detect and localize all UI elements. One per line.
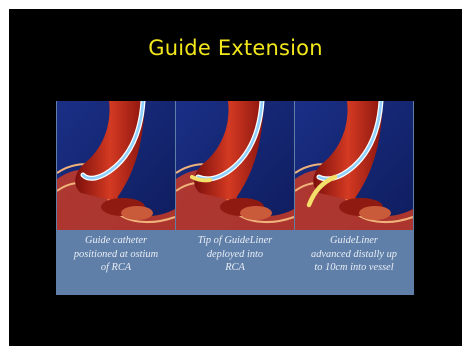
caption-guideliner-tip: Tip of GuideLiner deployed into RCA <box>176 234 294 275</box>
caption-line: advanced distally up <box>295 248 413 262</box>
caption-line: RCA <box>176 261 294 275</box>
caption-line: Tip of GuideLiner <box>176 234 294 248</box>
caption-line: positioned at ostium <box>57 248 175 262</box>
slide-title: Guide Extension <box>9 36 462 60</box>
panel-guideliner-distal <box>295 101 413 230</box>
caption-guideliner-distal: GuideLiner advanced distally up to 10cm … <box>295 234 413 275</box>
caption-line: of RCA <box>57 261 175 275</box>
illustration-strip: Guide catheter positioned at ostium of R… <box>56 101 414 295</box>
illustration-guideliner-tip <box>176 101 294 230</box>
caption-line: GuideLiner <box>295 234 413 248</box>
caption-line: deployed into <box>176 248 294 262</box>
panel-guide-at-ostium <box>57 101 175 230</box>
caption-line: Guide catheter <box>57 234 175 248</box>
caption-line: to 10cm into vessel <box>295 261 413 275</box>
caption-guide-at-ostium: Guide catheter positioned at ostium of R… <box>57 234 175 275</box>
panel-guideliner-tip <box>176 101 294 230</box>
illustration-guide-catheter <box>57 101 175 230</box>
illustration-guideliner-distal <box>295 101 413 230</box>
presentation-slide: Guide Extension <box>9 9 462 346</box>
